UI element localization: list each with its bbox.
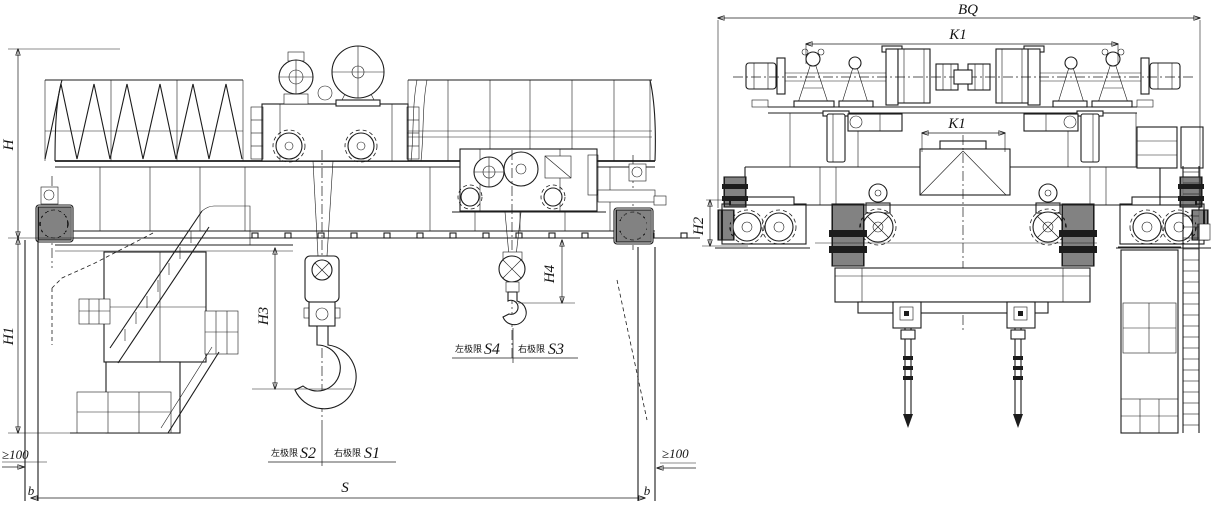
- end-view-cab: [1118, 126, 1211, 434]
- dim-label-h3: H3: [256, 307, 272, 326]
- limit-aux-right-label: 右极限: [518, 343, 545, 355]
- dim-label-k1-rail: K1: [948, 27, 967, 43]
- limit-aux-left-label: 左极限: [455, 343, 482, 355]
- front-elevation-view: H H1 H3 H4 左极限 S4 右极限 S3 左极限 S2: [1, 45, 700, 501]
- trolley-rail-clips: [251, 232, 688, 239]
- dim-label-mingap-left: ≥100: [2, 447, 29, 462]
- cab-ladder-icon: [1182, 166, 1200, 433]
- dim-label-h1: H1: [1, 327, 17, 346]
- dim-label-b-left: b: [28, 483, 35, 498]
- dim-label-mingap-right: ≥100: [662, 446, 689, 461]
- dim-label-h: H: [1, 138, 17, 151]
- limit-aux-right-symbol: S3: [548, 341, 564, 358]
- main-trolley: [250, 45, 420, 163]
- aux-hook-limit-note: 左极限 S4 右极限 S3: [452, 328, 578, 363]
- lifting-beam-assembly: [834, 267, 1091, 428]
- end-bogie-icon: [717, 176, 807, 245]
- end-carriage-left: [35, 176, 154, 345]
- girder-handrail-left: [44, 79, 244, 161]
- dim-label-span: S: [341, 480, 349, 496]
- main-hook-icon: [294, 325, 357, 410]
- girder-handrail-right: [407, 79, 652, 161]
- hanger-rod-right: [1010, 328, 1026, 428]
- dim-label-bq: BQ: [958, 2, 978, 18]
- access-stairs: [109, 205, 251, 434]
- girder-end-left: [715, 110, 954, 267]
- limit-main-right-label: 右极限: [334, 447, 361, 459]
- aux-trolley: [452, 148, 606, 213]
- cab-window-grid: [76, 391, 172, 434]
- limit-main-left-symbol: S2: [300, 445, 316, 462]
- brake-drum-icon: [897, 48, 931, 104]
- end-carriage-right: [597, 155, 667, 421]
- main-hook-block: [294, 150, 357, 432]
- aux-hook-block: [498, 150, 527, 360]
- hoist-motor-icon: [278, 51, 314, 105]
- runway-rails: [24, 240, 656, 501]
- limit-main-left-label: 左极限: [271, 447, 298, 459]
- dim-label-h4: H4: [542, 264, 558, 284]
- trolley-wheel-icon: [272, 129, 378, 163]
- front-view-dimensions: H H1 H3 H4 左极限 S4 右极限 S3 左极限 S2: [1, 49, 696, 498]
- center-trolley-frame: [919, 135, 1011, 330]
- hanger-rod-left: [900, 328, 916, 428]
- dim-label-k1-gauge: K1: [947, 116, 966, 132]
- end-elevation-view: BQ K1 K1 H2: [691, 2, 1211, 434]
- dim-label-h2: H2: [691, 216, 707, 236]
- aux-hook-icon: [502, 291, 527, 326]
- rope-drum-icon: [331, 45, 385, 107]
- main-hook-limit-note: 左极限 S2 右极限 S1: [268, 430, 396, 466]
- dim-label-b-right: b: [644, 483, 651, 498]
- limit-aux-left-symbol: S4: [484, 341, 500, 358]
- limit-main-right-symbol: S1: [364, 445, 380, 462]
- end-view-dimensions: BQ K1 K1 H2: [691, 2, 1200, 246]
- bridge-drive-left: [745, 45, 959, 108]
- driver-cab: [55, 205, 293, 434]
- aux-drum-icon: [503, 151, 539, 187]
